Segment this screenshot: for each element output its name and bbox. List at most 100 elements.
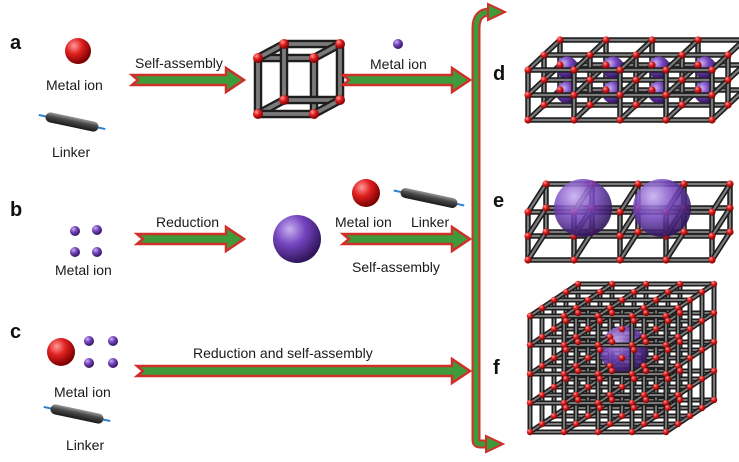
metal-node [680, 228, 688, 236]
metal-node [596, 375, 604, 383]
metal-node [562, 346, 570, 354]
metal-node [618, 412, 626, 420]
metal-node [279, 95, 289, 105]
metal-node [708, 66, 716, 74]
metal-node [572, 333, 580, 341]
metal-node [524, 208, 532, 216]
metal-node [628, 399, 636, 407]
metal-node [309, 109, 319, 119]
metal-node [676, 396, 684, 404]
metal-node [648, 36, 656, 44]
panel-label-c: c [10, 321, 22, 343]
metal-node [662, 312, 670, 320]
metal-node [632, 101, 640, 109]
metal-node [606, 420, 614, 428]
metal-node [708, 232, 716, 240]
metal-node [616, 208, 624, 216]
metal-node [542, 204, 550, 212]
linker-caption-b: Linker [411, 214, 450, 230]
metal-node [608, 280, 616, 288]
metal-node [632, 51, 640, 59]
metal-node [596, 317, 604, 325]
metal-node [686, 325, 694, 333]
metal-node [708, 91, 716, 99]
arrow-reduction-b [133, 224, 247, 254]
metal-node [556, 36, 564, 44]
metal-node [652, 412, 660, 420]
row-a [38, 38, 473, 132]
metal-node [335, 39, 345, 49]
metal-node [560, 428, 568, 436]
metal-node [694, 36, 702, 44]
encapsulated-nanoparticle [633, 179, 691, 237]
metal-node [676, 280, 684, 288]
small-metal-ion [393, 39, 403, 49]
metal-node [524, 256, 532, 264]
encapsulated-nanoparticle [554, 179, 612, 237]
metal-node [662, 91, 670, 99]
metal-ion-caption-c: Metal ion [54, 384, 111, 400]
metal-node [678, 51, 686, 59]
metal-node [698, 404, 706, 412]
metal-node [664, 404, 672, 412]
metal-ion-sphere [352, 179, 380, 207]
metal-node [562, 375, 570, 383]
metal-node [618, 325, 626, 333]
metal-node [630, 288, 638, 296]
metal-node [526, 428, 534, 436]
metal-node [526, 312, 534, 320]
metal-node [698, 288, 706, 296]
metal-node [724, 101, 732, 109]
arrow-label-self-assembly-b: Self-assembly [352, 259, 440, 275]
metal-node [584, 383, 592, 391]
metal-node [678, 76, 686, 84]
metal-node [640, 362, 648, 370]
metal-node [708, 208, 716, 216]
metal-node [560, 312, 568, 320]
metal-node [664, 375, 672, 383]
metal-node [642, 309, 650, 317]
arrow-reduction-self-assembly-c [133, 356, 473, 386]
arrow-label-self-assembly-a: Self-assembly [135, 55, 223, 71]
metal-ion-dot [84, 336, 94, 346]
metal-node [524, 91, 532, 99]
metal-node [584, 325, 592, 333]
metal-node [594, 341, 602, 349]
metal-node [560, 399, 568, 407]
metal-node [550, 325, 558, 333]
metal-node [686, 354, 694, 362]
arrow-self-assembly-b [339, 224, 473, 254]
metal-node [538, 362, 546, 370]
metal-node [596, 404, 604, 412]
metal-ion-caption-a: Metal ion [46, 77, 103, 93]
metal-node [674, 391, 682, 399]
linker-rod [43, 404, 111, 424]
metal-node [574, 367, 582, 375]
linker-caption-c: Linker [66, 437, 105, 453]
metal-node [634, 228, 642, 236]
framework-d [524, 36, 739, 124]
metal-node [540, 51, 548, 59]
metal-node [584, 296, 592, 304]
metal-node [724, 76, 732, 84]
metal-node [560, 341, 568, 349]
metal-node [698, 317, 706, 325]
metal-node [562, 404, 570, 412]
panel-label-e: e [493, 190, 505, 212]
metal-node [608, 309, 616, 317]
metal-node [710, 309, 718, 317]
metal-node [594, 399, 602, 407]
arrow-label-metal-ion-a: Metal ion [370, 56, 427, 72]
linker-rod [393, 188, 465, 208]
metal-ion-dot [70, 247, 80, 257]
metal-node [698, 346, 706, 354]
metal-node [526, 399, 534, 407]
metal-ion-dot [84, 358, 94, 368]
metal-node [616, 91, 624, 99]
metal-ion-sphere [47, 338, 75, 366]
metal-node [572, 420, 580, 428]
metal-node [710, 367, 718, 375]
metal-node [574, 396, 582, 404]
metal-ion-dot [70, 226, 80, 236]
metal-ion-dot [108, 358, 118, 368]
